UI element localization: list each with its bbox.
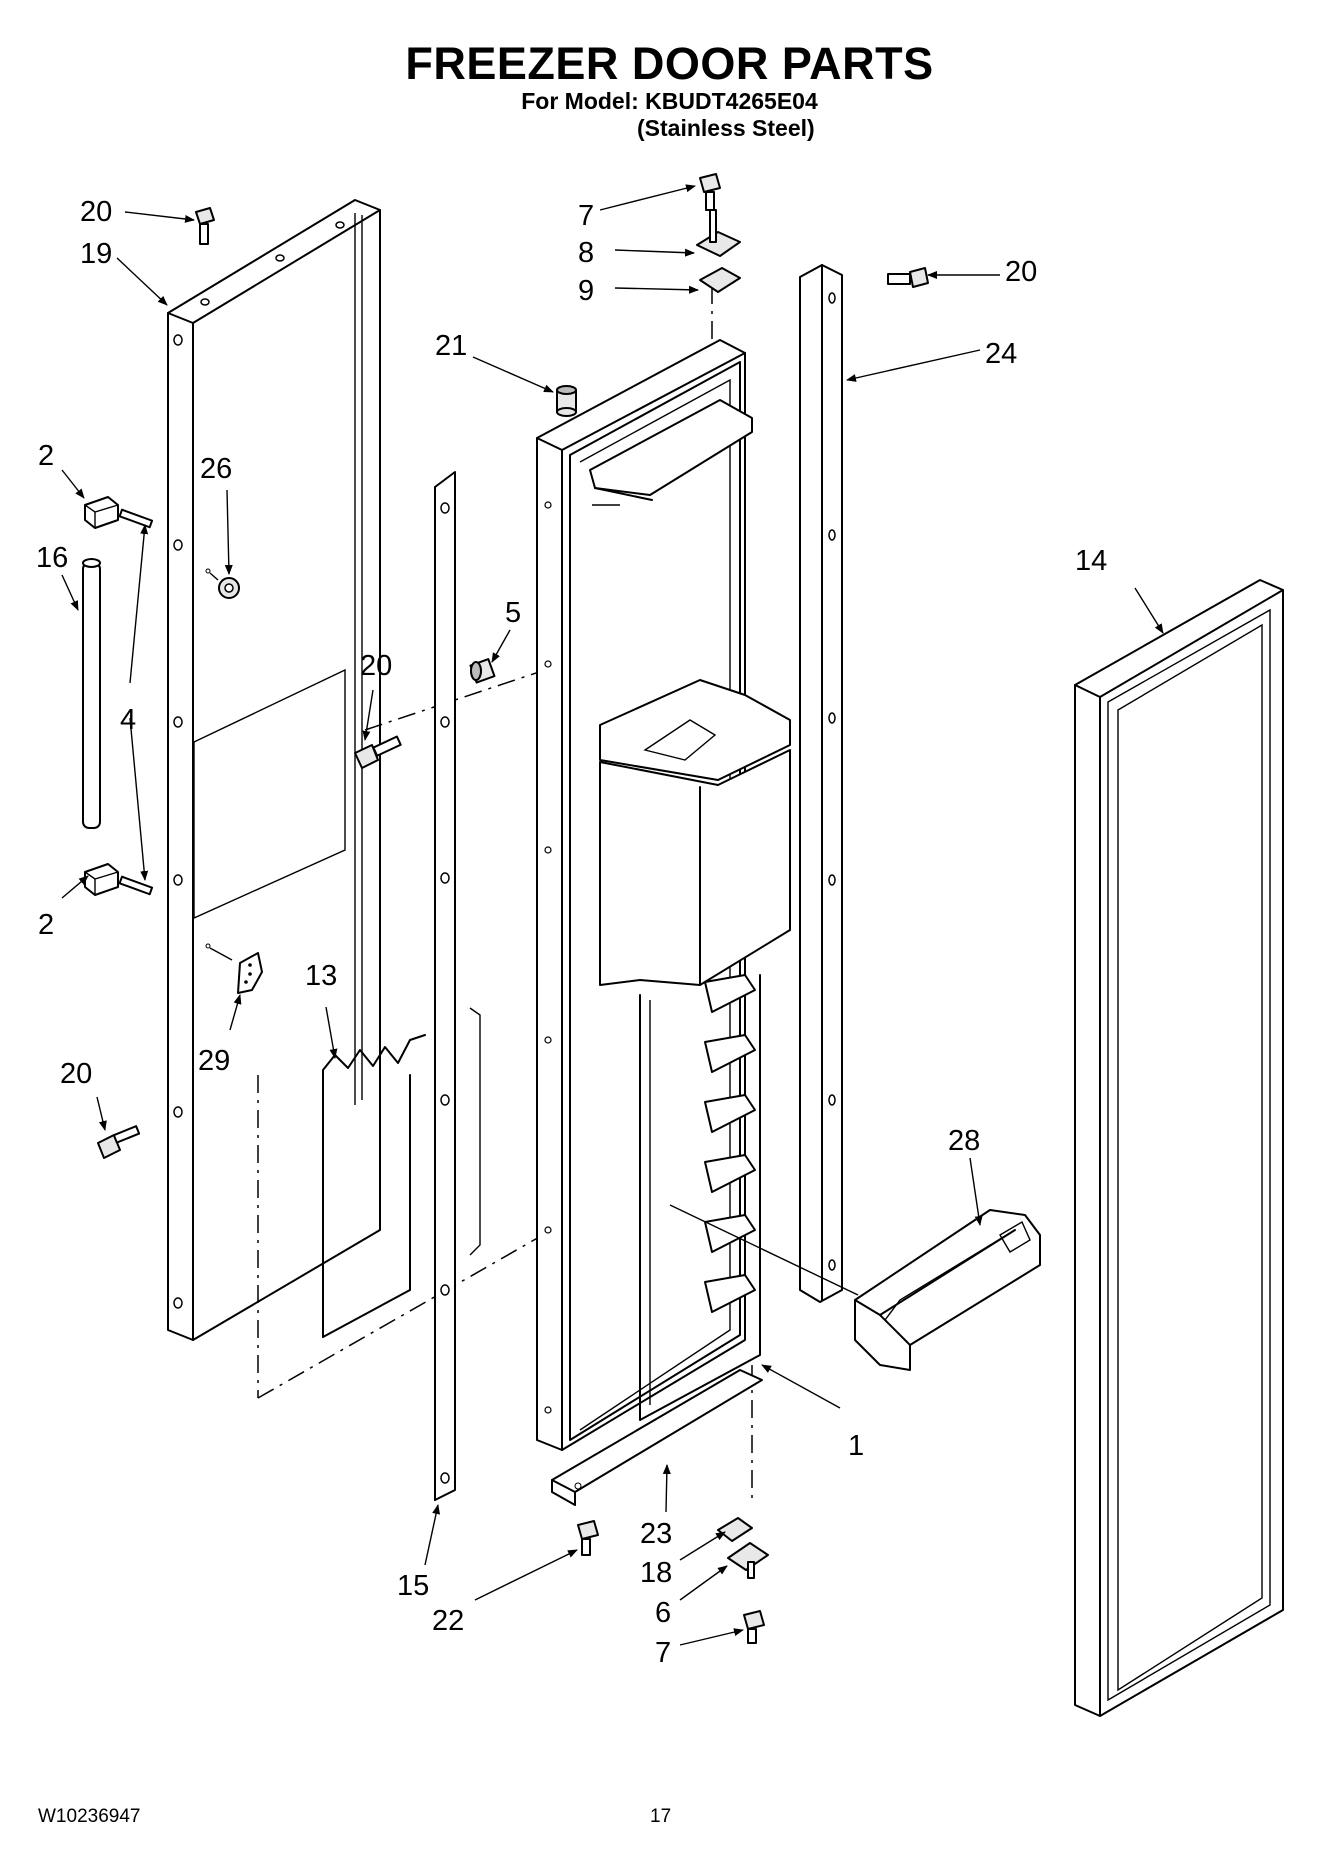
bottom-hinge-6 [727,1542,769,1579]
bottom-hinge-bracket [551,1369,763,1506]
screw-20-bottom-left [97,1125,141,1159]
door-stop-21 [556,385,577,417]
callout-20: 20 [60,1058,92,1090]
callout-9: 9 [578,275,594,307]
door-insulation [322,1007,481,1338]
callout-19: 19 [80,238,112,270]
bottom-hinge-shim-18 [717,1517,753,1542]
callout-5: 5 [505,597,521,629]
callout-1: 1 [848,1430,864,1462]
page-title: FREEZER DOOR PARTS [405,38,934,89]
callout-28: 28 [948,1125,980,1157]
callout-21: 21 [435,330,467,362]
callout-2: 2 [38,909,54,941]
hinge-side-trim [799,264,843,1303]
screw-20-top-left [195,207,215,245]
screw-20-top-right [887,267,929,288]
model-line: For Model: KBUDT4265E04 [521,88,818,114]
callout-22: 22 [432,1605,464,1637]
handle-stud-top [118,508,154,529]
page-number: 17 [650,1806,672,1827]
handle-end-cap-bottom [84,863,119,896]
screw-20-mid [354,735,402,769]
callout-2: 2 [38,440,54,472]
bushing-5 [469,658,496,684]
bottom-hinge-screw-7 [743,1610,765,1644]
door-inner-liner [536,339,791,1451]
top-hinge-8 [696,209,741,257]
handle-stud-bottom [118,875,154,896]
top-hinge-screw-7 [699,173,721,211]
callout-7: 7 [655,1637,671,1669]
callout-7: 7 [578,200,594,232]
handle-end-cap-top [84,496,119,529]
callout-13: 13 [305,960,337,992]
callout-26: 26 [200,453,232,485]
handle-rod [82,558,101,829]
callout-4: 4 [120,704,136,736]
callout-15: 15 [397,1570,429,1602]
callout-23: 23 [640,1518,672,1550]
callout-24: 24 [985,338,1017,370]
callout-14: 14 [1075,545,1107,577]
callout-18: 18 [640,1557,672,1589]
door-bin [854,1209,1041,1371]
door-trim-strip [434,471,456,1501]
document-number: W10236947 [38,1806,141,1827]
hinge-shim-9 [699,267,741,293]
outer-door-panel [167,199,381,1341]
hinge-screw-22 [577,1520,599,1556]
callout-16: 16 [36,542,68,574]
callout-29: 29 [198,1045,230,1077]
callout-20: 20 [1005,256,1037,288]
callout-20: 20 [80,196,112,228]
dispenser-cover-29 [205,943,263,994]
callout-6: 6 [655,1597,671,1629]
finish-line: (Stainless Steel) [637,115,815,141]
door-gasket [1074,579,1284,1717]
plug-button-26 [205,568,240,599]
callout-20: 20 [360,650,392,682]
callout-8: 8 [578,237,594,269]
